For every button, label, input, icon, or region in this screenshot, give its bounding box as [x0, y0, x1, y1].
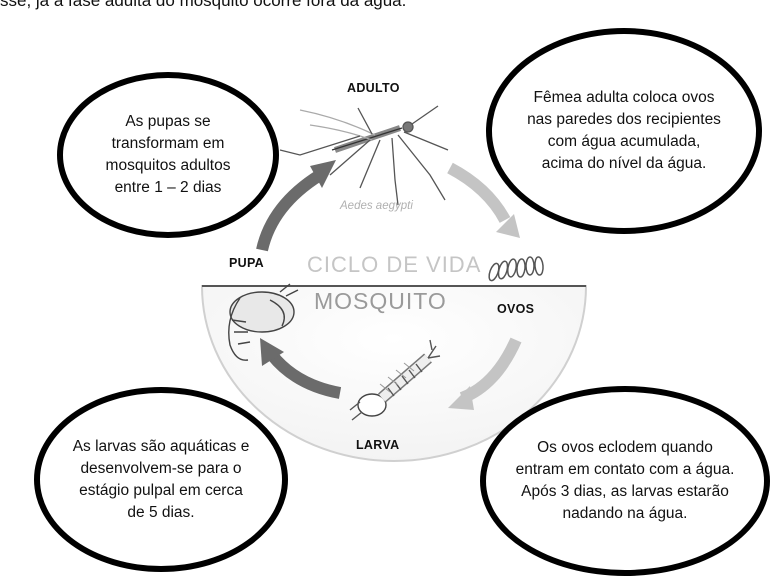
pupa-icon	[228, 283, 299, 361]
bubble-text: Fêmea adulta coloca ovos nas paredes dos…	[527, 89, 721, 172]
mosquito-icon	[279, 105, 449, 206]
arrow-head-icon	[260, 338, 284, 366]
bubble-text: As larvas são aquáticas e desenvolvem-se…	[72, 437, 250, 521]
stage-label-pupa: PUPA	[229, 256, 265, 270]
larva-icon	[349, 339, 441, 421]
header-text: sse, já a fase adulta do mosquito ocorre…	[0, 0, 407, 10]
stage-label-larva: LARVA	[356, 438, 400, 452]
arrow-head-icon	[496, 214, 520, 238]
bubble-larva-to-pupa: As larvas são aquáticas e desenvolvem-se…	[34, 387, 288, 572]
bubble-pupa-to-adult: As pupas se transformam em mosquitos adu…	[57, 72, 279, 238]
bubble-text: As pupas se transformam em mosquitos adu…	[105, 113, 231, 196]
arrow-larva-to-pupa	[267, 351, 342, 399]
stage-label-adult: ADULTO	[347, 81, 400, 95]
bubble-eggs-hatch: Os ovos eclodem quando entram em contato…	[480, 386, 770, 576]
bubble-text: Os ovos eclodem quando entram em contato…	[515, 439, 735, 522]
diagram-title-line2: MOSQUITO	[314, 288, 447, 314]
species-label: Aedes aegypti	[340, 200, 413, 212]
bubble-adult-eggs: Fêmea adulta coloca ovos nas paredes dos…	[486, 28, 762, 234]
arrow-head-icon	[310, 160, 336, 188]
stage-label-eggs: OVOS	[497, 302, 535, 316]
arrow-head-icon	[448, 386, 474, 410]
arrow-pupa-to-adult	[256, 169, 324, 252]
arrow-adult-to-eggs	[447, 162, 511, 223]
eggs-icon	[488, 256, 544, 282]
diagram-title-line1: CICLO DE VIDA	[307, 252, 482, 277]
water-area	[200, 285, 588, 462]
